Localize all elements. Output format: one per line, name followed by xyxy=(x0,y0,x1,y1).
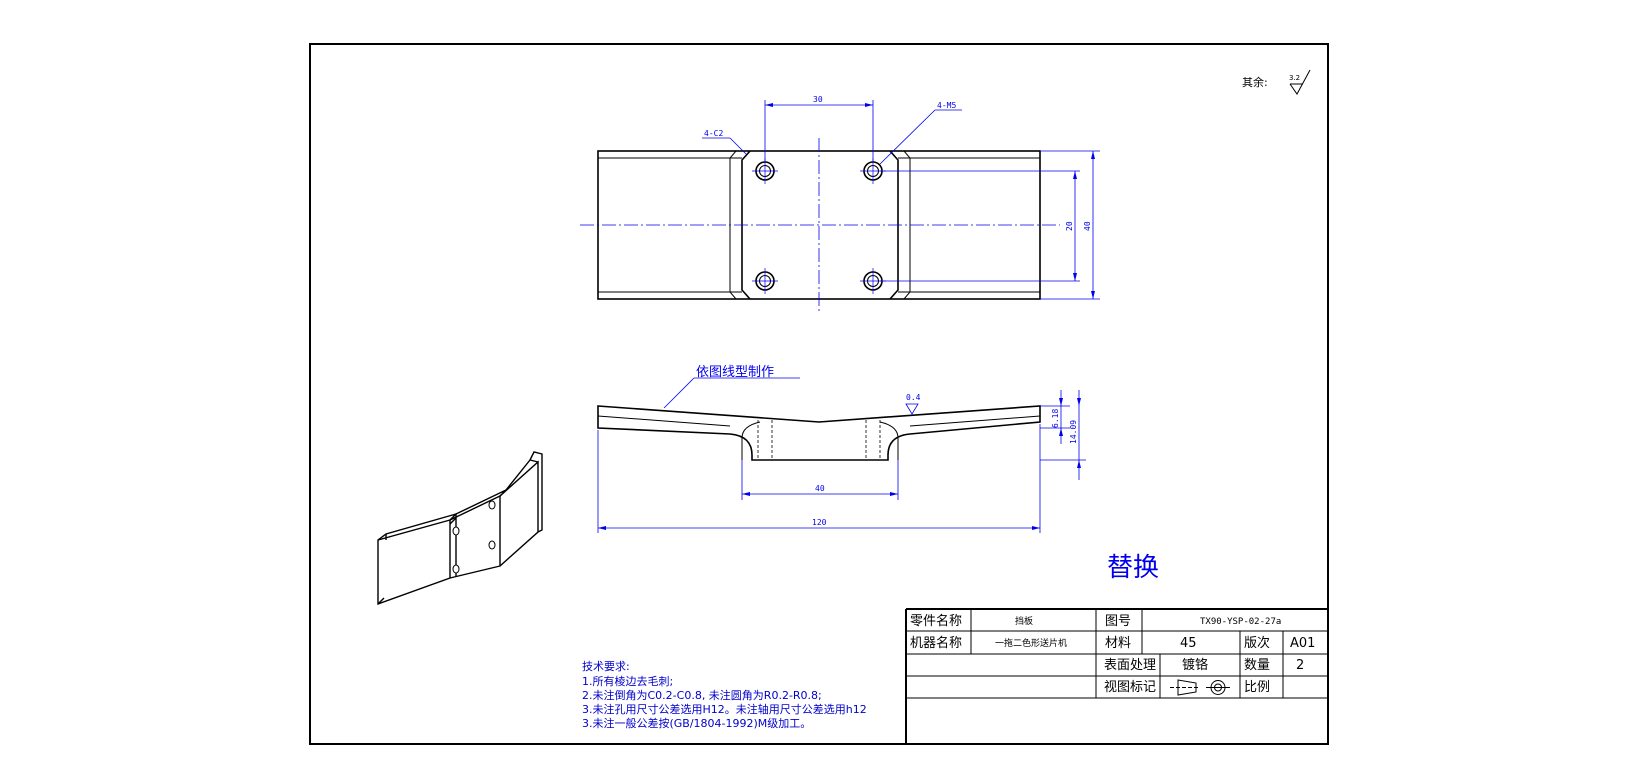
annotation-holes: 4-M5 xyxy=(937,101,956,110)
dimension-618-label: 6.18 xyxy=(1051,409,1060,428)
dimension-30-label: 30 xyxy=(813,95,823,104)
part-name-value: 挡板 xyxy=(1015,615,1033,627)
surface-value: 镀铬 xyxy=(1182,657,1208,673)
notes-line-2: 2.未注倒角为C0.2-C0.8, 未注圆角为R0.2-R0.8; xyxy=(582,688,822,702)
isometric-holes xyxy=(452,500,496,574)
scale-label: 比例 xyxy=(1244,680,1270,695)
dimension-40-bottom-label: 40 xyxy=(815,484,825,493)
dimension-20 xyxy=(880,170,1080,282)
notes-line-4: 3.未注一般公差按(GB/1804-1992)M级加工。 xyxy=(582,716,811,730)
top-view-centerlines xyxy=(580,138,1060,312)
material-label: 材料 xyxy=(1105,636,1131,651)
drawing-frame xyxy=(309,43,1329,745)
projection-symbol-icon xyxy=(1170,679,1230,696)
replace-label: 替换 xyxy=(1107,553,1159,583)
dimension-40-side-label: 40 xyxy=(1083,221,1092,231)
roughness-value: 3.2 xyxy=(1289,74,1300,82)
material-value: 45 xyxy=(1180,636,1197,651)
part-name-label: 零件名称 xyxy=(910,613,962,629)
view-label: 视图标记 xyxy=(1104,680,1156,695)
title-block-grid xyxy=(905,608,1328,744)
annotation-chamfer-leader xyxy=(702,137,747,155)
annotation-chamfer: 4-C2 xyxy=(704,129,723,138)
notes-line-1: 1.所有棱边去毛刺; xyxy=(582,674,673,688)
machine-name-label: 机器名称 xyxy=(910,635,962,651)
dimension-04-leader xyxy=(905,403,919,415)
front-view xyxy=(597,405,1041,461)
hole-crosshairs xyxy=(752,158,886,294)
notes-line-3: 3.未注孔用尺寸公差选用H12。未注轴用尺寸公差选用h12 xyxy=(582,702,867,716)
machine-name-value: 一拖二色形送片机 xyxy=(995,637,1067,649)
roughness-symbol-icon xyxy=(1289,69,1311,95)
dimension-20-label: 20 xyxy=(1065,221,1074,231)
revision-label: 版次 xyxy=(1244,635,1270,651)
dimension-40-side xyxy=(1040,150,1100,300)
dimension-120 xyxy=(597,424,1041,533)
dimension-618 xyxy=(1040,390,1070,444)
notes-title: 技术要求: xyxy=(582,660,630,673)
roughness-label: 其余: xyxy=(1242,75,1268,89)
dimension-40-bottom xyxy=(741,460,899,500)
quantity-label: 数量 xyxy=(1244,658,1270,673)
dimension-120-label: 120 xyxy=(812,518,827,527)
quantity-value: 2 xyxy=(1296,658,1304,673)
dimension-04-label: 0.4 xyxy=(906,393,921,402)
drawing-no-label: 图号 xyxy=(1105,614,1131,629)
profile-note: 依图线型制作 xyxy=(696,365,774,380)
revision-value: A01 xyxy=(1290,636,1315,651)
dimension-1409 xyxy=(1040,390,1086,480)
dimension-30 xyxy=(764,100,874,162)
isometric-view xyxy=(377,451,543,605)
profile-note-leader xyxy=(663,377,800,409)
dimension-1409-label: 14.09 xyxy=(1069,420,1078,444)
surface-label: 表面处理 xyxy=(1104,658,1156,673)
drawing-no-value: TX90-YSP-02-27a xyxy=(1200,617,1281,627)
front-view-hidden-holes xyxy=(757,420,881,460)
annotation-holes-leader xyxy=(879,109,962,165)
